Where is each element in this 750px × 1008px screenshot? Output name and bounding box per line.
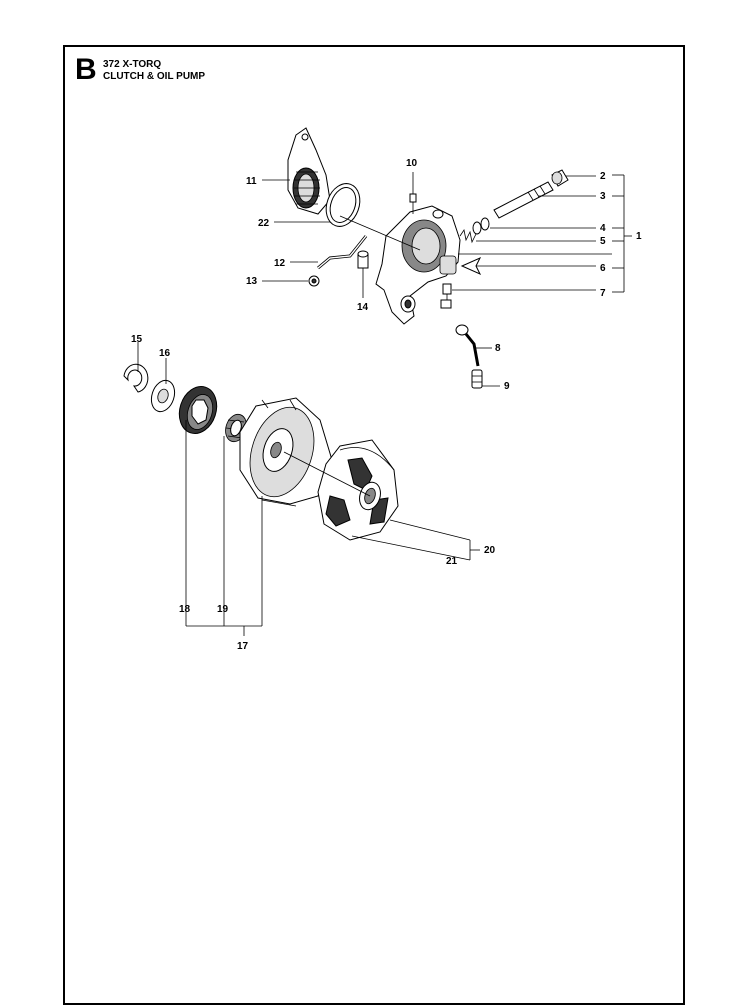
part-7-fitting [440, 283, 452, 309]
callout-10: 10 [406, 158, 418, 169]
part-9-oil-filter [471, 369, 483, 389]
callout-9: 9 [504, 381, 510, 392]
callout-14: 14 [357, 302, 369, 313]
callout-7: 7 [600, 288, 606, 299]
callout-22: 22 [258, 218, 270, 229]
callout-19: 19 [217, 604, 229, 615]
callout-1: 1 [636, 231, 642, 242]
page-frame [63, 45, 685, 1005]
callout-6: 6 [600, 263, 606, 274]
callout-8: 8 [495, 343, 501, 354]
callout-11: 11 [246, 176, 257, 187]
callout-3: 3 [600, 191, 606, 202]
part-8-oil-hose [455, 324, 480, 367]
model-name: 372 X-TORQ [103, 59, 162, 70]
callout-20: 20 [484, 545, 496, 556]
part-22-gasket [325, 183, 361, 227]
part-14-sleeve [357, 250, 369, 269]
callout-16: 16 [159, 348, 171, 359]
callout-21: 21 [446, 556, 458, 567]
part-1-oil-pump-housing [375, 205, 461, 325]
part-18-rim-sprocket [178, 386, 218, 434]
assembly-name: CLUTCH & OIL PUMP [103, 71, 206, 82]
callout-17: 17 [237, 641, 249, 652]
part-21-clutch-spring [339, 447, 395, 471]
part-15-circlip [123, 363, 149, 393]
callout-12: 12 [274, 258, 286, 269]
part-3-pump-shaft [493, 181, 554, 219]
diagram-title: 372 X-TORQ CLUTCH & OIL PUMP [103, 59, 205, 83]
part-13-nut [308, 275, 320, 287]
callout-labels: 1 2 3 4 5 6 7 8 9 10 11 12 13 14 15 16 1… [131, 158, 642, 652]
section-letter: B [75, 53, 97, 86]
part-17-clutch-drum [239, 397, 333, 505]
callout-5: 5 [600, 236, 606, 247]
callout-13: 13 [246, 276, 258, 287]
leader-lines [137, 172, 632, 636]
part-4-washer [472, 217, 490, 235]
part-5-spring [459, 228, 477, 244]
part-12-oil-pipe [317, 235, 368, 270]
callout-2: 2 [600, 171, 606, 182]
callout-4: 4 [600, 223, 606, 234]
part-16-washer [150, 379, 176, 413]
part-11-worm-gear [287, 127, 331, 215]
part-2-cap [551, 169, 569, 187]
callout-18: 18 [179, 604, 191, 615]
callout-15: 15 [131, 334, 143, 345]
